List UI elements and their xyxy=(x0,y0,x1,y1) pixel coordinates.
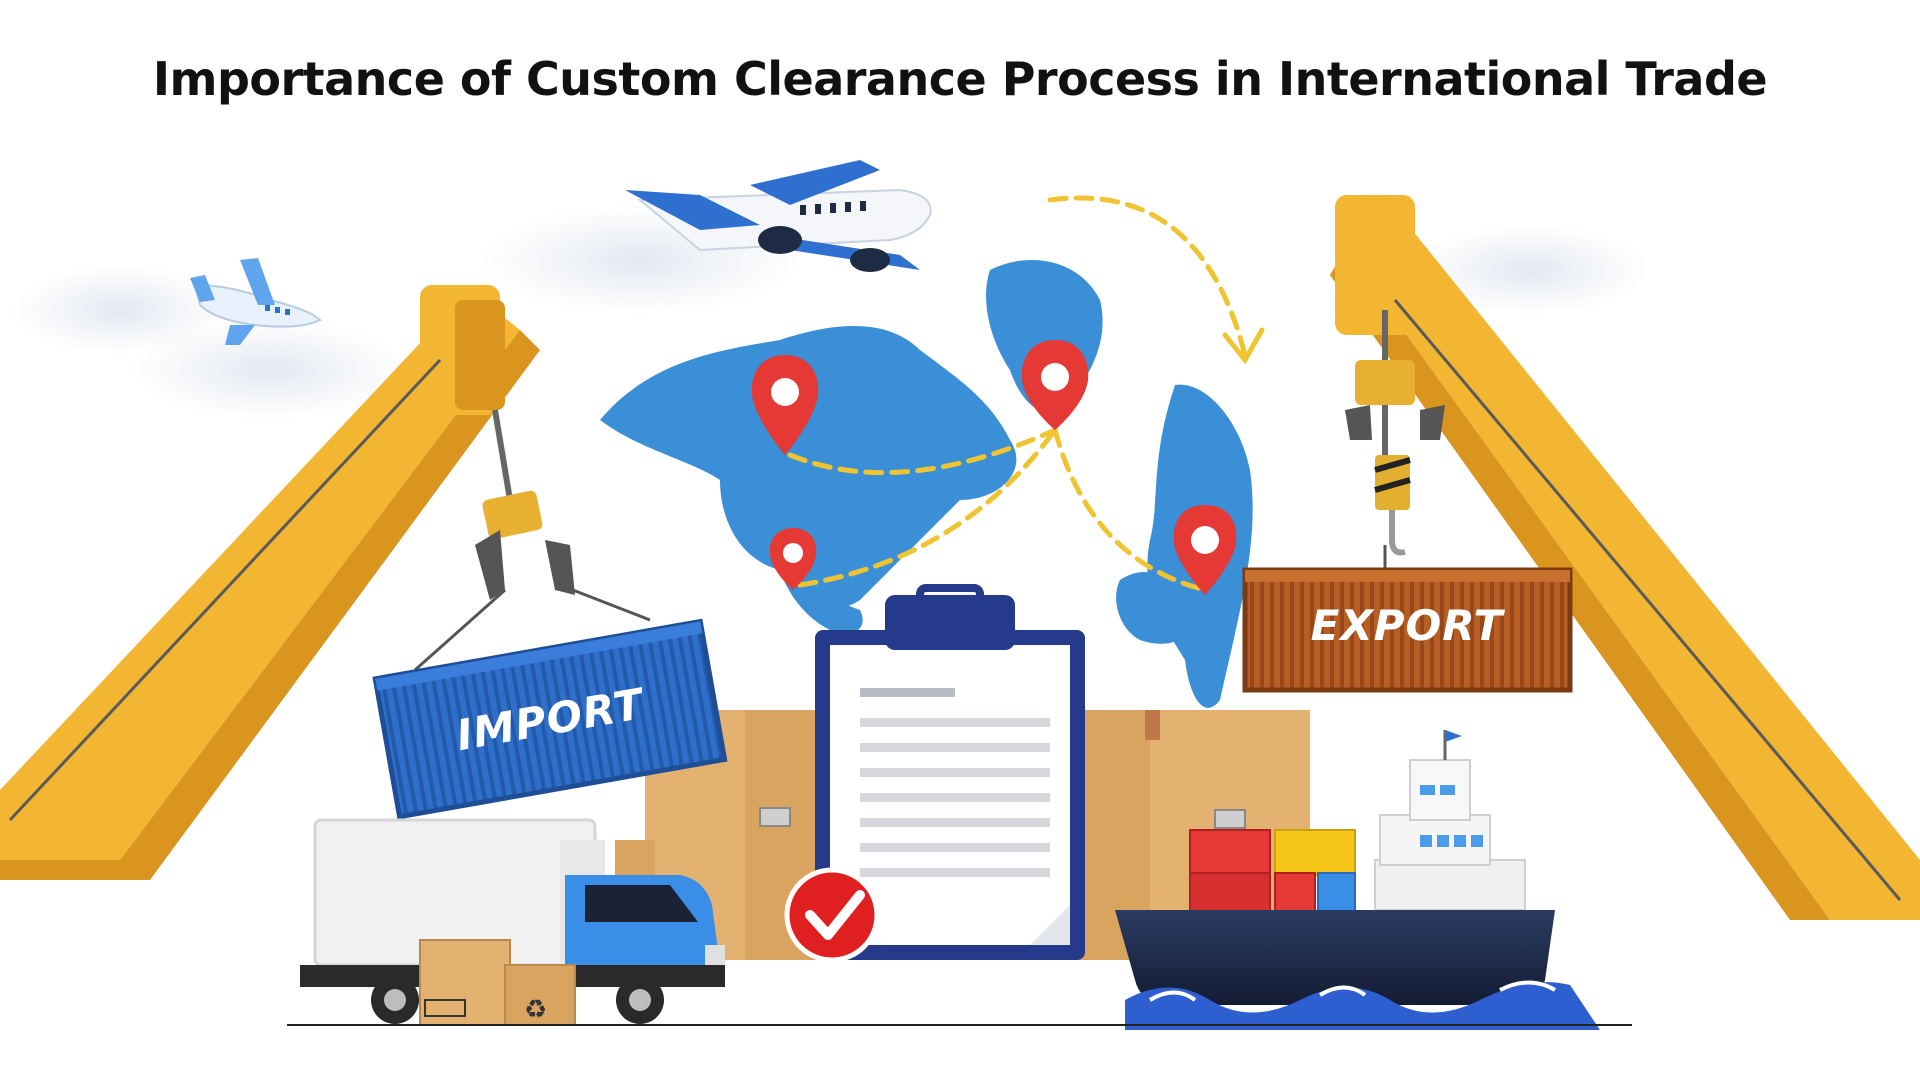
recycle-icon: ♻ xyxy=(524,995,547,1025)
import-container-icon: IMPORT xyxy=(372,583,728,820)
page-title: Importance of Custom Clearance Process i… xyxy=(152,52,1768,106)
clipboard-icon xyxy=(815,584,1085,960)
small-airplane-icon xyxy=(190,258,322,345)
cargo-ship-icon xyxy=(1115,730,1600,1030)
export-container-icon: EXPORT xyxy=(1242,545,1573,693)
right-crane-icon xyxy=(1330,195,1920,920)
route-arrowhead xyxy=(1222,327,1265,365)
export-container-label: EXPORT xyxy=(1311,601,1506,650)
location-pin-icon xyxy=(751,340,1237,595)
shipping-routes xyxy=(787,195,1248,593)
checkmark-icon xyxy=(784,867,880,963)
left-crane-icon xyxy=(0,285,575,880)
truck-icon xyxy=(300,818,725,1026)
airplane-icon xyxy=(625,160,932,272)
clouds xyxy=(10,205,1650,420)
